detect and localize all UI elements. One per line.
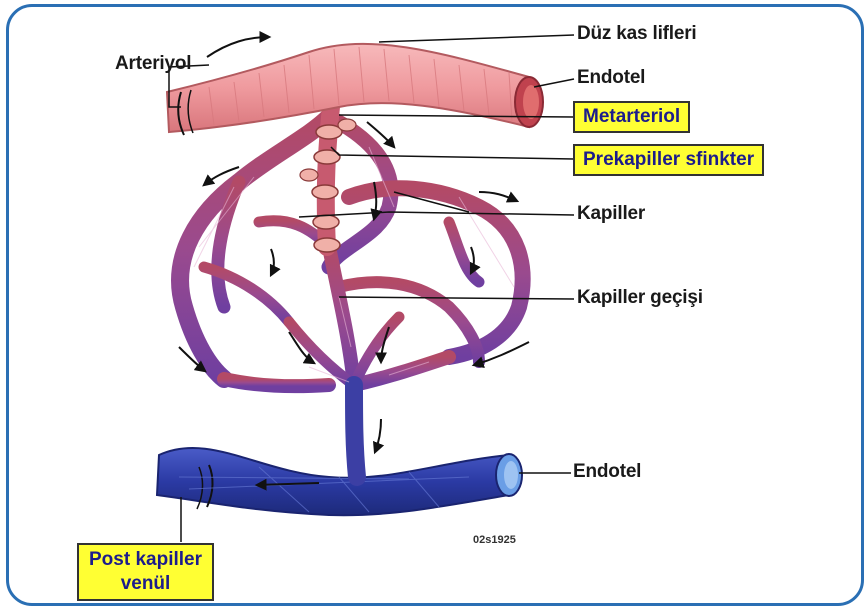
label-kapiller: Kapiller [577,203,645,225]
label-kapiller-gecisi: Kapiller geçişi [577,287,703,309]
label-endotel-bottom: Endotel [573,461,641,483]
label-prekapiller-sfinkter: Prekapiller sfinkter [573,144,764,176]
diagram-frame: Düz kas lifleri Endotel Arteriyol Metart… [6,4,864,606]
label-duz-kas-lifleri: Düz kas lifleri [577,23,697,45]
label-post-kapiller-line1: Post kapiller [89,548,202,572]
label-post-kapiller-venul: Post kapiller venül [77,543,214,601]
label-endotel-top: Endotel [577,67,645,89]
flow-arrow-icon [207,37,269,57]
microcirculation-illustration [9,7,861,603]
label-arteriyol: Arteriyol [115,53,191,75]
label-metarteriol: Metarteriol [573,101,690,133]
figure-code: 02s1925 [473,534,516,546]
post-capillary-venule [157,448,522,515]
label-post-kapiller-line2: venül [89,572,202,596]
